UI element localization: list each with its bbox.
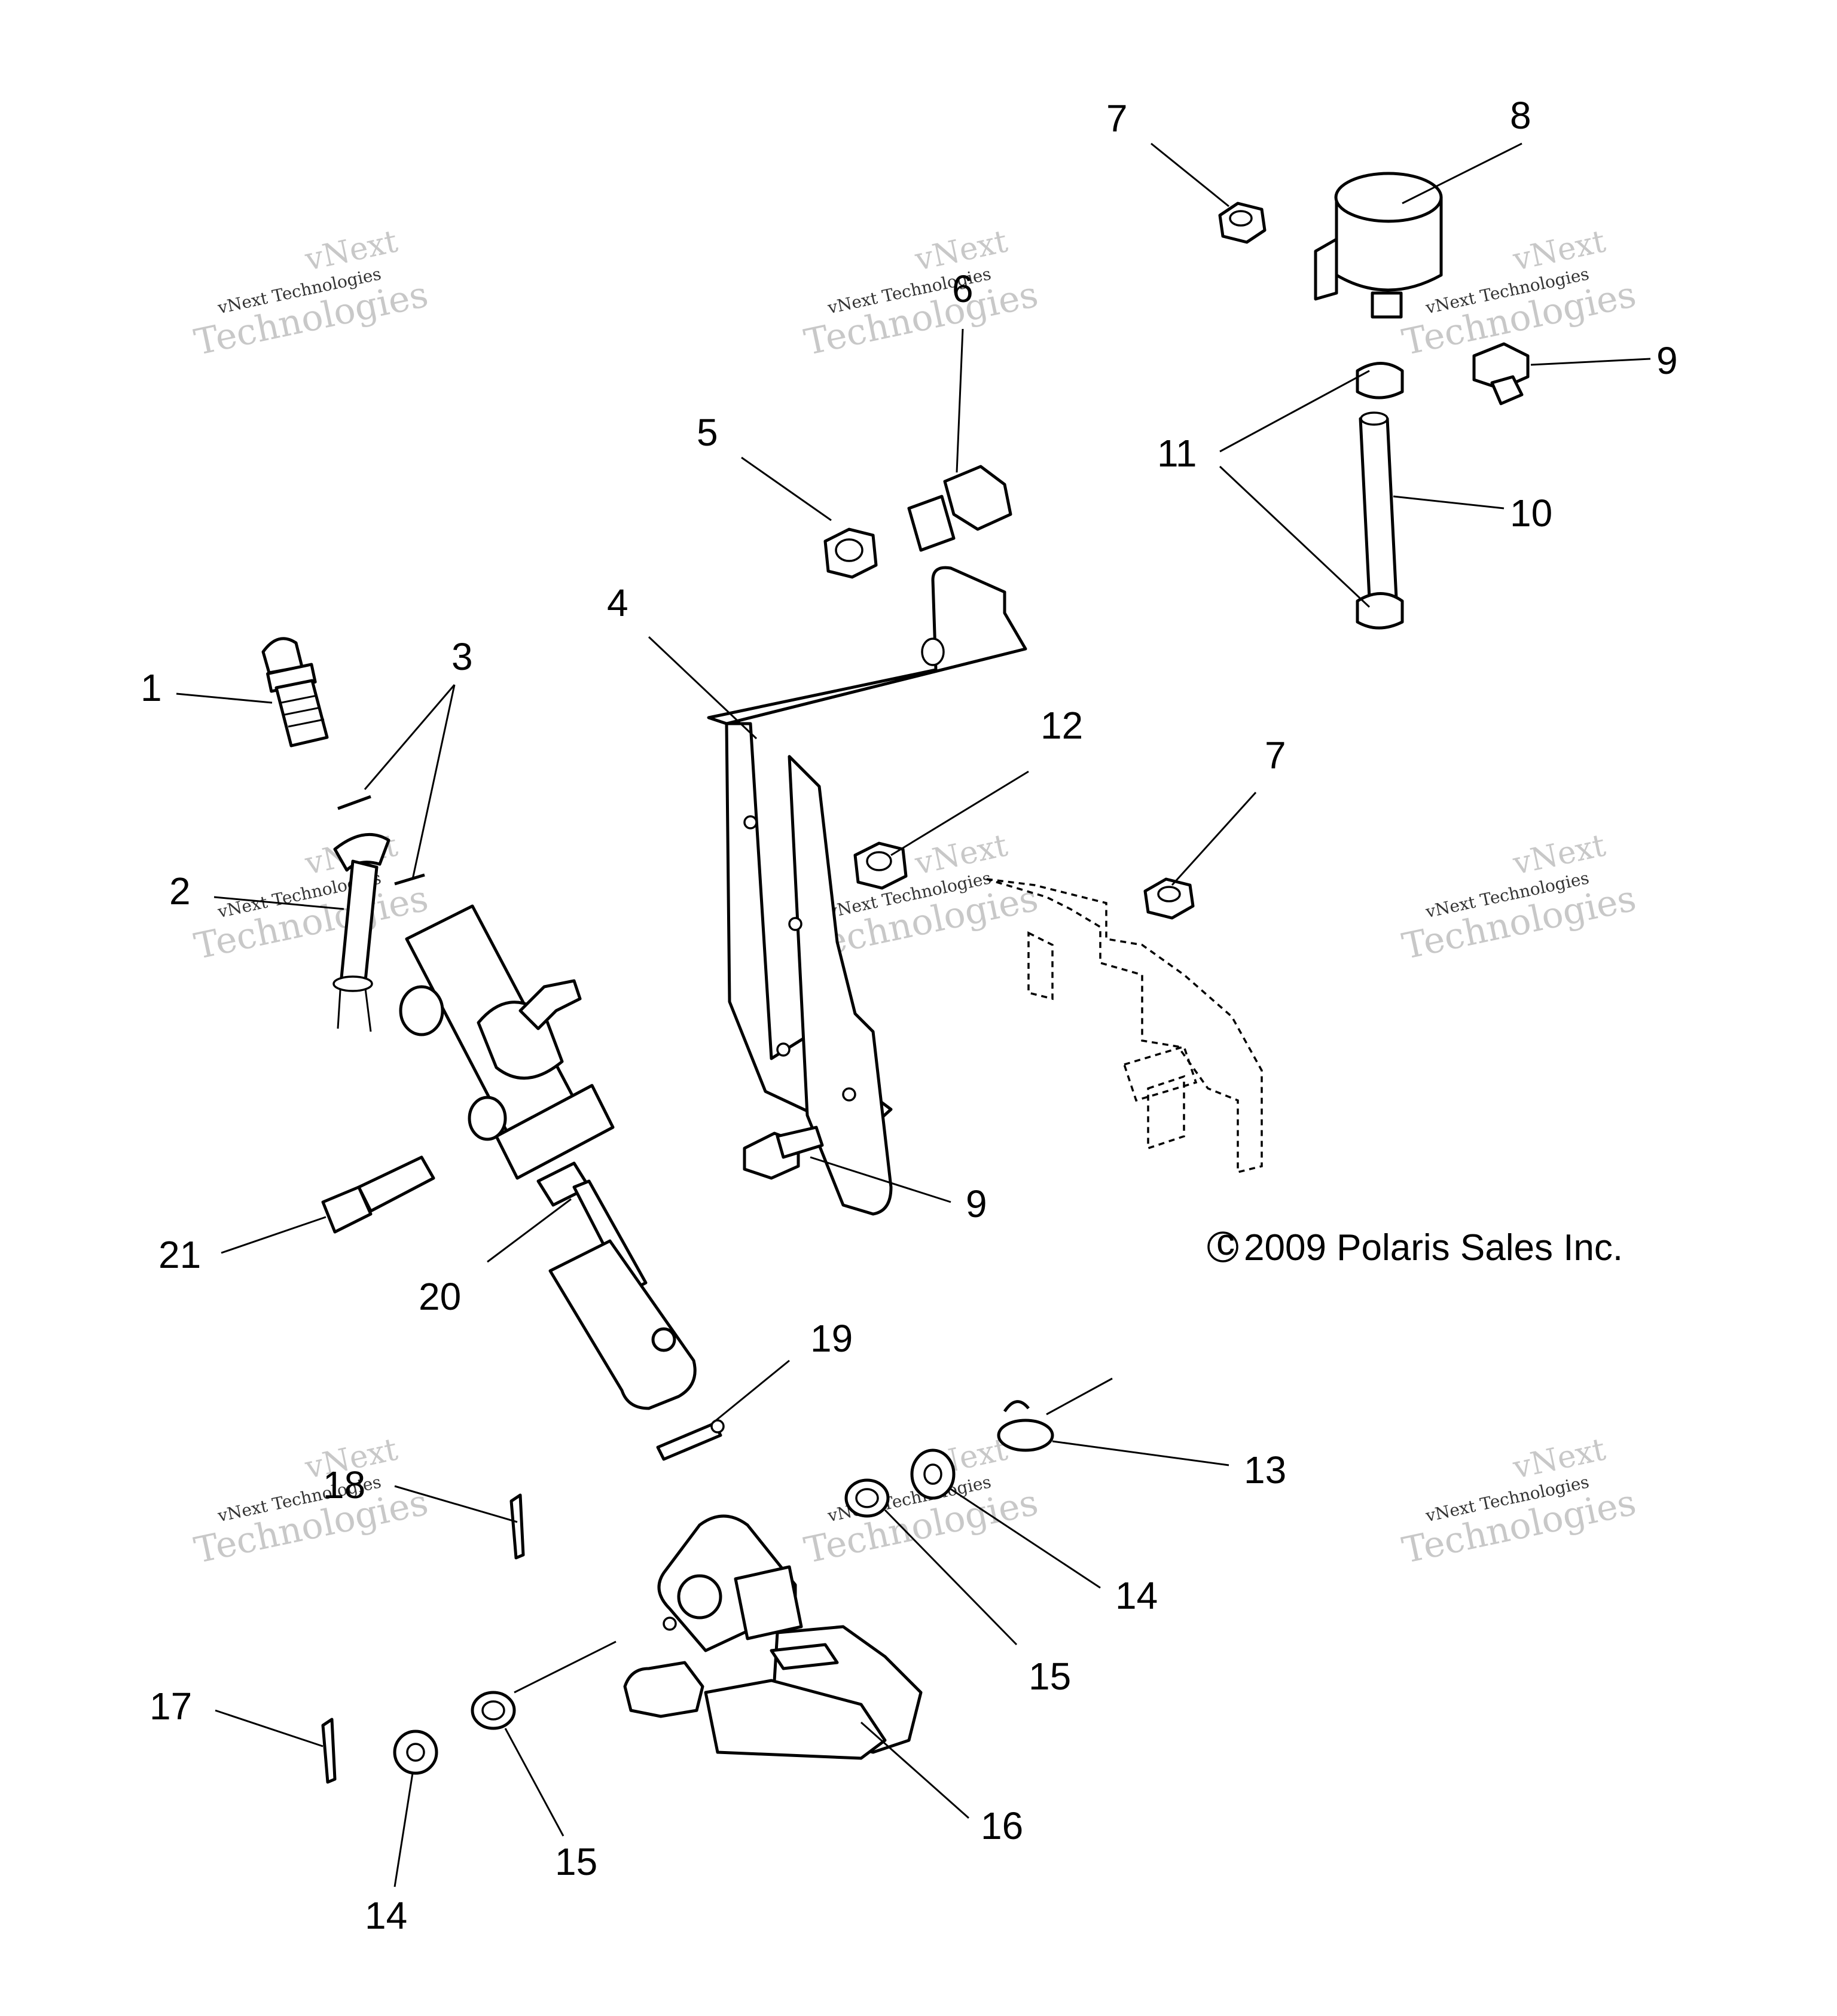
part-15-bushing-upper (844, 1478, 890, 1518)
part-13-spring-clip (997, 1400, 1054, 1452)
part-9-bolt-mid (743, 1126, 824, 1180)
callout-14-upper: 14 (1115, 1574, 1158, 1617)
callout-14-lower: 14 (365, 1894, 407, 1937)
part-7-nut-top (1218, 202, 1267, 244)
callout-12: 12 (1040, 704, 1083, 747)
watermark: vNext vNext Technologies Technologies (1399, 1432, 1640, 1572)
callout-7-top: 7 (1106, 97, 1128, 140)
watermark-group: vNext vNext Technologies Technologies vN… (191, 224, 1640, 1572)
callout-20: 20 (419, 1275, 461, 1318)
callout-11: 11 (1157, 432, 1197, 475)
watermark: vNext vNext Technologies Technologies (191, 1432, 432, 1572)
part-19-pin (656, 1419, 725, 1461)
part-14-washer-lower (393, 1730, 438, 1775)
callout-15-lower: 15 (555, 1840, 597, 1883)
part-5-nut (823, 527, 878, 579)
part-14-washer-upper (910, 1448, 956, 1500)
callout-7-mid: 7 (1265, 734, 1286, 777)
callout-15-upper: 15 (1029, 1655, 1071, 1698)
callout-4: 4 (607, 581, 628, 624)
callout-19: 19 (810, 1317, 853, 1360)
callout-2: 2 (169, 870, 191, 913)
callout-6: 6 (952, 267, 974, 310)
part-18-cotter-pin (509, 1493, 525, 1560)
part-7-nut-mid (1143, 877, 1195, 920)
part-21-bolt (321, 1155, 435, 1234)
part-8-reservoir (1314, 172, 1443, 319)
part-10-tube (1359, 411, 1398, 600)
copyright-notice: c 2009 Polaris Sales Inc. (1207, 1222, 1623, 1268)
watermark: vNext vNext Technologies Technologies (191, 224, 432, 364)
callout-17: 17 (149, 1685, 192, 1728)
callout-1: 1 (141, 666, 162, 709)
watermark: vNext vNext Technologies Technologies (801, 224, 1042, 364)
callout-8: 8 (1510, 94, 1531, 137)
callout-21: 21 (158, 1233, 201, 1276)
part-2-hose (332, 832, 390, 1032)
callout-16: 16 (981, 1804, 1023, 1847)
leader-lines (176, 142, 1651, 1887)
callout-labels: 1 2 3 4 5 6 7 8 9 10 11 12 7 9 13 14 15 … (141, 94, 1678, 1937)
part-4-bracket (707, 566, 1027, 1216)
callout-18: 18 (323, 1463, 365, 1506)
watermark: vNext vNext Technologies Technologies (1399, 828, 1640, 968)
part-20-master-cylinder (399, 904, 697, 1410)
callout-10: 10 (1510, 492, 1552, 535)
part-17-cotter-pin (321, 1718, 337, 1784)
part-15-bushing-lower (471, 1691, 516, 1730)
part-1-bleeder-screw (261, 637, 329, 748)
part-9-bolt-top (1472, 342, 1530, 405)
callout-3: 3 (451, 635, 473, 678)
callout-9-mid: 9 (966, 1182, 987, 1225)
callout-13: 13 (1244, 1448, 1286, 1492)
reference-pedal-outline (986, 878, 1263, 1174)
copyright-circle (1207, 1231, 1238, 1262)
watermark: vNext vNext Technologies Technologies (801, 1432, 1042, 1572)
callout-9-top: 9 (1656, 339, 1678, 382)
part-16-pedal (623, 1514, 923, 1760)
copyright-symbol: c (1216, 1222, 1235, 1263)
watermark: vNext vNext Technologies Technologies (191, 828, 432, 968)
part-6-bolt (907, 465, 1012, 552)
part-3-clips (337, 795, 425, 886)
callout-5: 5 (697, 411, 718, 454)
copyright-text: 2009 Polaris Sales Inc. (1244, 1227, 1623, 1268)
